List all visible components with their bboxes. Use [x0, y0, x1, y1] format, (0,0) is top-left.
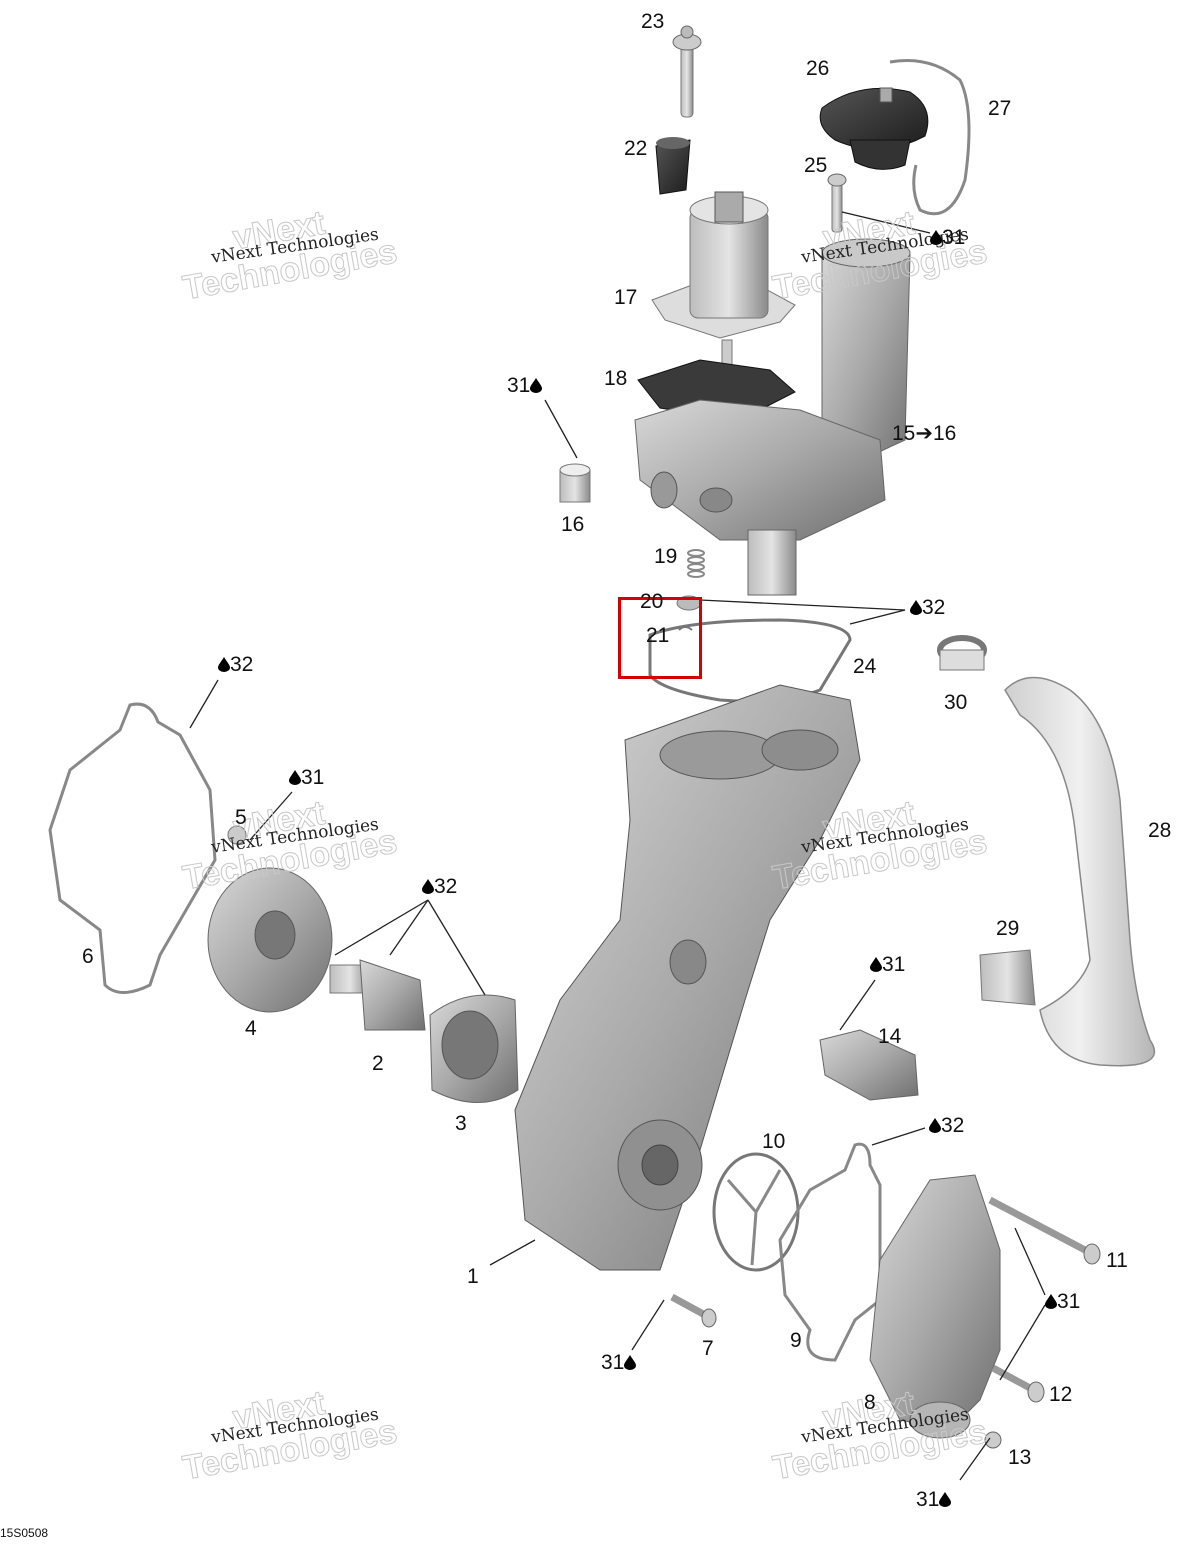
part-3-outer-rotor: [429, 994, 519, 1103]
callout-31-lube[interactable]: 31: [870, 954, 905, 975]
part-14-sensor: [819, 1029, 919, 1101]
part-22-sleeve: [655, 137, 691, 195]
part-18-gasket: [637, 359, 796, 421]
callout-6[interactable]: 6: [82, 945, 94, 968]
part-26-cap: [819, 87, 929, 170]
callout-11[interactable]: 11: [1106, 1249, 1128, 1272]
lubricant-drop-icon: [289, 770, 301, 785]
part-7-screw: [670, 1293, 717, 1328]
part-16-bushing: [559, 463, 591, 503]
lubricant-drop-icon: [939, 1492, 952, 1507]
callout-10[interactable]: 10: [762, 1130, 786, 1153]
callout-32-lube[interactable]: 32: [218, 654, 253, 675]
callout-21[interactable]: 21: [646, 624, 670, 647]
lubricant-drop-icon: [624, 1355, 637, 1370]
callout-32-lube[interactable]: 32: [929, 1115, 964, 1136]
part-24-gasket: [648, 618, 852, 703]
callout-12[interactable]: 12: [1049, 1383, 1073, 1406]
lubricant-drop-icon: [870, 957, 882, 972]
part-23-bolt: [672, 25, 702, 118]
lubricant-drop-icon: [530, 378, 543, 393]
lubricant-drop-icon: [910, 600, 922, 615]
part-1-housing: [514, 684, 861, 1271]
callout-26[interactable]: 26: [806, 57, 830, 80]
callout-14[interactable]: 14: [878, 1025, 902, 1048]
part-29-clamp: [979, 949, 1036, 1006]
part-19-spring: [687, 549, 705, 578]
callout-1[interactable]: 1: [467, 1265, 479, 1288]
lubricant-drop-icon: [930, 230, 942, 245]
part-4-cover: [207, 867, 333, 1013]
part-17-actuator: [651, 191, 796, 401]
part-12-bolt: [991, 1364, 1045, 1403]
lubricant-drop-icon: [218, 657, 230, 672]
callout-25[interactable]: 25: [804, 154, 828, 177]
callout-31-lube[interactable]: 31: [930, 227, 965, 248]
callout-22[interactable]: 22: [624, 137, 648, 160]
part-11-bolt: [988, 1196, 1101, 1265]
callout-3[interactable]: 3: [455, 1112, 467, 1135]
callout-28[interactable]: 28: [1148, 819, 1172, 842]
callout-23[interactable]: 23: [641, 10, 665, 33]
callout-29[interactable]: 29: [996, 917, 1020, 940]
callout-9[interactable]: 9: [790, 1329, 802, 1352]
part-5-dowel: [227, 825, 247, 845]
callout-7[interactable]: 7: [702, 1337, 714, 1360]
part-25-screw: [827, 173, 847, 233]
callout-31-lube[interactable]: 31: [916, 1489, 952, 1510]
callout-31-lube[interactable]: 31: [1045, 1291, 1080, 1312]
callout-24[interactable]: 24: [853, 655, 877, 678]
highlight-box: [618, 597, 702, 679]
callout-31-lube[interactable]: 31: [507, 375, 543, 396]
callout-32-lube[interactable]: 32: [910, 597, 945, 618]
callout-17[interactable]: 17: [614, 286, 638, 309]
callout-31-lube[interactable]: 31: [601, 1352, 637, 1373]
part-9-gasket: [778, 1142, 882, 1362]
callout-2[interactable]: 2: [372, 1052, 384, 1075]
callout-19[interactable]: 19: [654, 545, 678, 568]
callout-18[interactable]: 18: [604, 367, 628, 390]
callout-8[interactable]: 8: [864, 1391, 876, 1414]
part-2-inner-rotor: [329, 959, 426, 1031]
callout-16[interactable]: 16: [561, 513, 585, 536]
callout-31-lube[interactable]: 31: [289, 767, 324, 788]
callout-32-lube[interactable]: 32: [422, 876, 457, 897]
part-10-screen: [712, 1152, 800, 1272]
part-15-valve-housing: [634, 238, 911, 596]
part-28-hose: [1004, 676, 1156, 1067]
lubricant-drop-icon: [929, 1118, 941, 1133]
part-30-clamp: [937, 635, 987, 671]
part-27-tether: [889, 58, 971, 216]
lubricant-drop-icon: [422, 879, 434, 894]
callout-4[interactable]: 4: [245, 1017, 257, 1040]
callout-27[interactable]: 27: [988, 97, 1012, 120]
lubricant-drop-icon: [1045, 1294, 1057, 1309]
part-13-plug: [984, 1431, 1002, 1449]
callout-5[interactable]: 5: [235, 806, 247, 829]
callout-20[interactable]: 20: [640, 590, 664, 613]
part-8-cover: [869, 1174, 1001, 1439]
part-6-gasket: [48, 702, 217, 994]
leader-lines: [189, 211, 1046, 1481]
callout-15-16[interactable]: 15➔16: [892, 422, 957, 445]
callout-30[interactable]: 30: [944, 691, 968, 714]
callout-13[interactable]: 13: [1008, 1446, 1032, 1469]
drawing-code: 15S0508: [0, 1526, 49, 1540]
